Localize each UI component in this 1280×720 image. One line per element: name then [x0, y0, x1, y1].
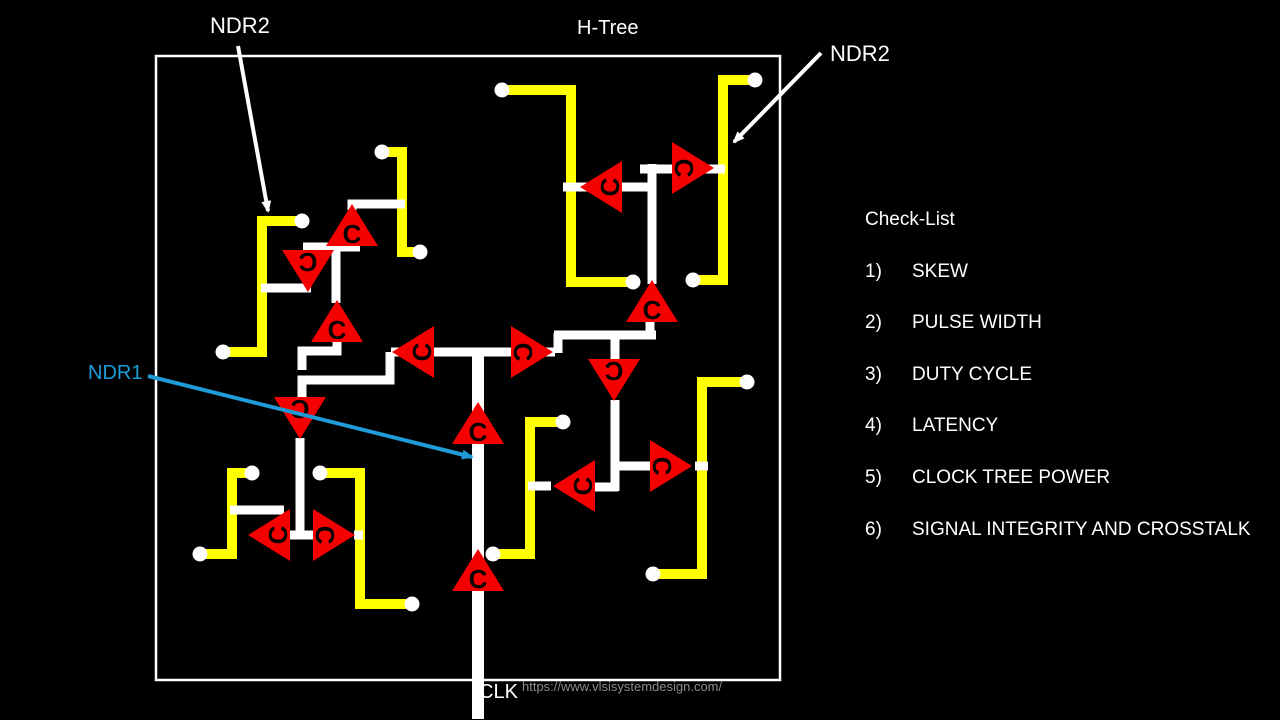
item-number: 4): [865, 415, 882, 436]
checklist-item: 5) CLOCK TREE POWER: [865, 468, 1110, 487]
ndr2-wire: [653, 377, 747, 579]
clock-buffer-up: [452, 549, 504, 591]
clock-buffer-up: [326, 204, 378, 246]
buffer-c-label: C: [568, 476, 598, 495]
item-label: CLOCK TREE POWER: [912, 467, 1111, 488]
ndr2-label-left: NDR2: [210, 13, 270, 38]
buffer-c-label: C: [469, 564, 488, 594]
ndr2-wire: [693, 75, 755, 285]
buffer-c-label: C: [669, 159, 699, 178]
endpoint-dot: [494, 82, 510, 98]
buffer-c-label: C: [508, 343, 538, 362]
clock-buffer-down: [282, 250, 334, 292]
buffer-c-label: C: [604, 356, 623, 386]
endpoint-dot: [485, 546, 501, 562]
buffer-c-label: C: [263, 525, 293, 544]
checklist-item: 4) LATENCY: [865, 416, 998, 435]
item-label: PULSE WIDTH: [912, 312, 1042, 333]
checklist-item: 2) PULSE WIDTH: [865, 313, 1042, 332]
item-label: LATENCY: [912, 415, 999, 436]
endpoint-dot: [555, 414, 571, 430]
endpoint-dot: [739, 374, 755, 390]
clock-wire: [297, 352, 395, 401]
clock-buffer-left: [580, 161, 622, 213]
endpoint-dot: [747, 72, 763, 88]
item-label: DUTY CYCLE: [912, 364, 1033, 385]
checklist-item: 1) SKEW: [865, 262, 968, 281]
clock-buffer-down: [274, 397, 326, 439]
annotation-arrows: [147, 45, 823, 460]
clock-buffer-up: [626, 280, 678, 322]
item-number: 6): [865, 519, 882, 540]
buffer-c-label: C: [290, 394, 309, 424]
clock-buffer-left: [553, 460, 595, 512]
page-title: H-Tree: [577, 17, 639, 39]
buffer-c-label: C: [407, 342, 437, 361]
clock-buffer-left: [248, 509, 290, 561]
buffer-c-label: C: [298, 247, 317, 277]
endpoint-dot: [685, 272, 701, 288]
clock-buffer-right: [313, 509, 355, 561]
wire-endpoints: [192, 72, 763, 612]
buffer-c-label: C: [643, 295, 662, 325]
ndr2-label-right: NDR2: [830, 41, 890, 66]
buffer-c-label: C: [328, 315, 347, 345]
clock-buffer-down: [588, 359, 640, 401]
endpoint-dot: [645, 566, 661, 582]
item-number: 3): [865, 364, 882, 385]
clock-buffer-right: [672, 142, 714, 194]
buffer-c-label: C: [469, 417, 488, 447]
item-label: SKEW: [912, 261, 968, 282]
clock-buffer-up: [311, 300, 363, 342]
item-number: 2): [865, 312, 882, 333]
endpoint-dot: [374, 144, 390, 160]
ndr1-arrow: [147, 374, 474, 460]
buffer-c-label: C: [595, 177, 625, 196]
floorplan-border: [154, 54, 782, 682]
endpoint-dot: [215, 344, 231, 360]
ndr1-label: NDR1: [88, 362, 143, 384]
buffer-c-label: C: [310, 526, 340, 545]
checklist-item: 6) SIGNAL INTEGRITY AND CROSSTALK: [865, 520, 1251, 539]
clock-buffer-up: [452, 402, 504, 444]
endpoint-dot: [192, 546, 208, 562]
checklist-item: 3) DUTY CYCLE: [865, 365, 1032, 384]
clock-wire: [297, 338, 342, 370]
endpoint-dot: [244, 465, 260, 481]
ndr2-arrow: [732, 51, 823, 144]
buffer-c-label: C: [647, 457, 677, 476]
endpoint-dot: [294, 213, 310, 229]
buffer-c-label: C: [343, 219, 362, 249]
clock-buffer-right: [650, 440, 692, 492]
ndr2-arrow: [236, 45, 272, 213]
endpoint-dot: [312, 465, 328, 481]
endpoint-dot: [404, 596, 420, 612]
clk-label: CLK: [479, 681, 518, 703]
endpoint-dot: [412, 244, 428, 260]
clock-buffer-left: [392, 326, 434, 378]
item-number: 5): [865, 467, 882, 488]
checklist-title: Check-List: [865, 209, 955, 230]
item-label: SIGNAL INTEGRITY AND CROSSTALK: [912, 519, 1251, 540]
item-number: 1): [865, 261, 882, 282]
endpoint-dot: [625, 274, 641, 290]
clock-buffer-right: [511, 326, 553, 378]
source-url: https://www.vlsisystemdesign.com/: [522, 679, 723, 694]
